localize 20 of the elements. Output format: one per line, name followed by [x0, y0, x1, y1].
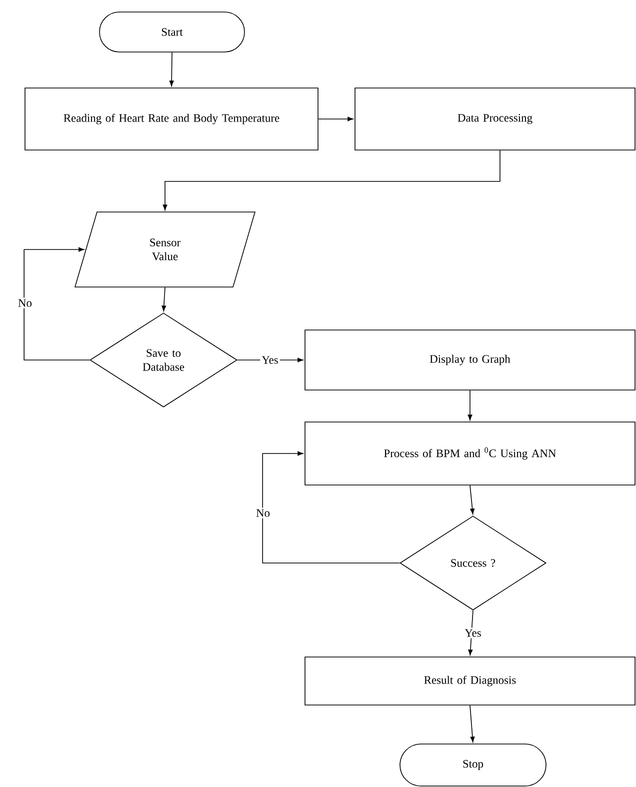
arrow: [468, 610, 474, 656]
process-box: Display to Graph: [304, 330, 636, 390]
arrow: [169, 52, 174, 86]
arrow: [237, 358, 304, 362]
arrow: [162, 150, 500, 210]
arrow: [24, 247, 90, 360]
process-box: Process of BPM and $^{0}$C Using ANN: [304, 422, 636, 486]
edge-label: Yes: [260, 354, 280, 366]
arrow: [470, 705, 475, 742]
arrow: [318, 116, 354, 122]
arrow: [470, 485, 475, 514]
arrow: [262, 451, 400, 564]
process-box: Reading of Heart Rate and Body Temperature: [24, 88, 318, 150]
edge-label: No: [254, 508, 272, 518]
edge-label: No: [16, 298, 34, 308]
process-box: Result of Diagnosis: [304, 656, 636, 706]
arrow: [162, 287, 166, 312]
process-box: Data Processing: [354, 88, 636, 150]
edge-label: Yes: [463, 628, 483, 638]
arrow: [468, 390, 472, 420]
